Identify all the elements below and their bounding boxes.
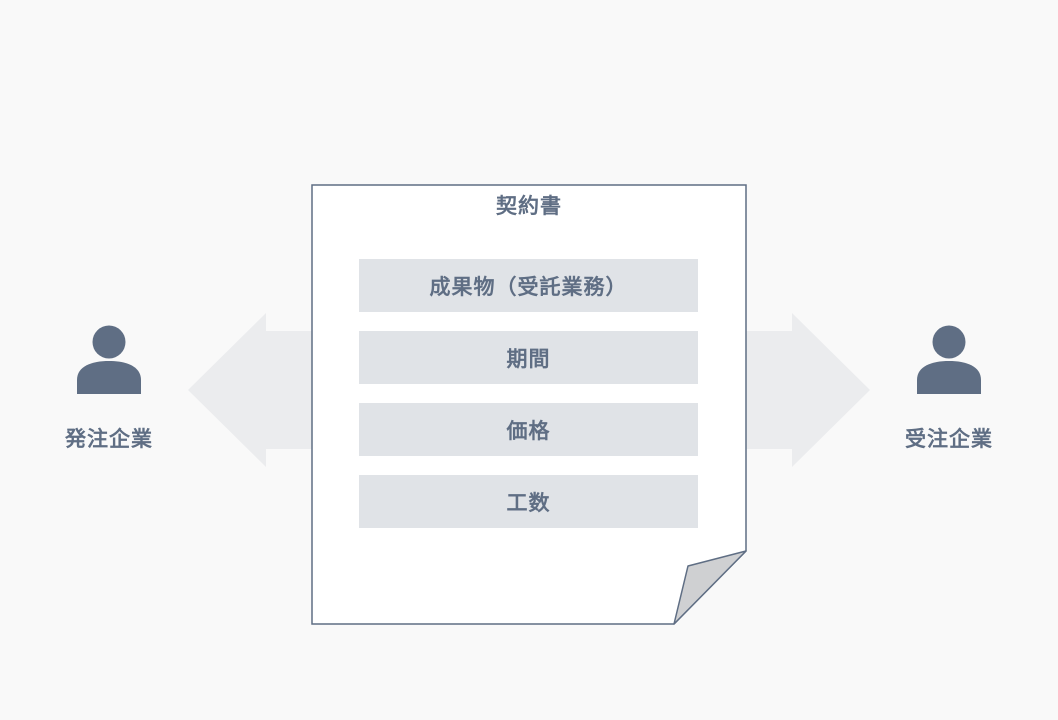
contractor-person-icon (917, 325, 981, 394)
contract-item-effort: 工数 (359, 475, 698, 528)
contract-item-price: 価格 (359, 403, 698, 456)
arrow-right (746, 313, 870, 467)
page-curl (673, 550, 747, 625)
contract-item-deliverable: 成果物（受託業務） (359, 259, 698, 312)
contract-item-period: 期間 (359, 331, 698, 384)
contractor-label: 受注企業 (905, 427, 993, 451)
arrow-left (188, 313, 312, 467)
client-person-icon (77, 325, 141, 394)
document-title: 契約書 (496, 194, 562, 218)
client-label: 発注企業 (65, 427, 153, 451)
